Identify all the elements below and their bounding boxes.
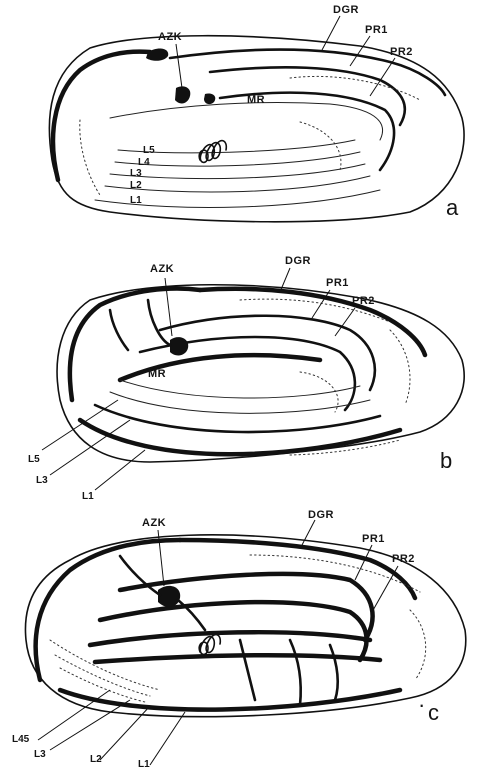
label-dgr-a: DGR <box>333 4 359 16</box>
label-mr-b: MR <box>148 368 166 380</box>
azk-knob2-a <box>204 93 215 104</box>
dotted-a2 <box>80 120 100 195</box>
azk-node-b <box>170 337 188 355</box>
label-l4-a: L4 <box>138 157 150 168</box>
rib-c1 <box>240 640 255 700</box>
coil-a <box>199 141 226 163</box>
rib-c3 <box>330 645 338 700</box>
azk-branch-b2 <box>148 300 170 345</box>
label-mr-a: MR <box>247 94 265 106</box>
azk-knob-a <box>175 86 190 103</box>
ventral-l1-c <box>60 690 400 710</box>
panel-letter-c-dot: · <box>418 692 425 717</box>
label-pr2-a: PR2 <box>390 46 413 58</box>
label-azk-c: AZK <box>142 517 166 529</box>
azk-node-c <box>158 586 180 607</box>
ventral-l5-b <box>110 392 370 413</box>
label-l3-b: L3 <box>36 475 48 486</box>
label-l5-a: L5 <box>143 145 155 156</box>
panel-a: AZK DGR PR1 PR2 MR L5 L4 L3 L2 L1 a <box>49 4 464 222</box>
label-azk-a: AZK <box>158 31 182 43</box>
rib-c2 <box>290 640 301 705</box>
label-l2-a: L2 <box>130 180 142 191</box>
ventral-inner-b <box>120 380 360 398</box>
dotted-b2 <box>390 330 410 405</box>
coil-c <box>199 635 220 655</box>
panel-c: AZK DGR PR1 PR2 L45 L3 L2 L1 · c <box>12 509 466 770</box>
leader-pr1-a <box>350 36 370 66</box>
shell-outline-b <box>57 285 464 462</box>
label-pr2-b: PR2 <box>352 295 375 307</box>
label-pr1-c: PR1 <box>362 533 385 545</box>
dgr-line-b <box>200 289 425 355</box>
label-l2-c: L2 <box>90 754 102 765</box>
label-dgr-c: DGR <box>308 509 334 521</box>
label-pr1-a: PR1 <box>365 24 388 36</box>
mid-line-c2 <box>95 655 380 662</box>
dorsal-rim-a <box>53 52 150 180</box>
label-l1-c: L1 <box>138 759 150 770</box>
label-pr2-c: PR2 <box>392 553 415 565</box>
label-l3-c: L3 <box>34 749 46 760</box>
label-l3-a: L3 <box>130 168 142 179</box>
azk-branch-b1 <box>110 310 128 350</box>
panel-letter-b: b <box>440 448 452 473</box>
panel-letter-c: c <box>428 700 439 725</box>
dotted-c2 <box>410 610 426 680</box>
leader-l5-b <box>42 400 118 450</box>
label-l1-a: L1 <box>130 195 142 206</box>
label-l5-b: L5 <box>28 454 40 465</box>
shell-outline-a <box>49 36 464 222</box>
mr-line-a <box>110 103 383 140</box>
leader-l1-c <box>150 712 185 765</box>
label-pr1-b: PR1 <box>326 277 349 289</box>
leader-pr1-c <box>355 545 372 580</box>
label-azk-b: AZK <box>150 263 174 275</box>
ventral-l3-b <box>95 405 380 432</box>
leader-azk-a <box>176 44 182 88</box>
leader-l1-b <box>95 450 145 490</box>
dgr-line-c <box>180 540 415 598</box>
panel-b: AZK DGR PR1 PR2 MR L5 L3 L1 b <box>28 255 464 502</box>
leader-l45-c <box>38 690 110 740</box>
label-dgr-b: DGR <box>285 255 311 267</box>
mid-line-c1 <box>90 632 370 645</box>
leader-dgr-a <box>322 16 340 50</box>
label-l45-c: L45 <box>12 734 30 745</box>
panel-letter-a: a <box>446 195 459 220</box>
label-l1-b: L1 <box>82 491 94 502</box>
ventral-l1-b <box>80 420 400 454</box>
